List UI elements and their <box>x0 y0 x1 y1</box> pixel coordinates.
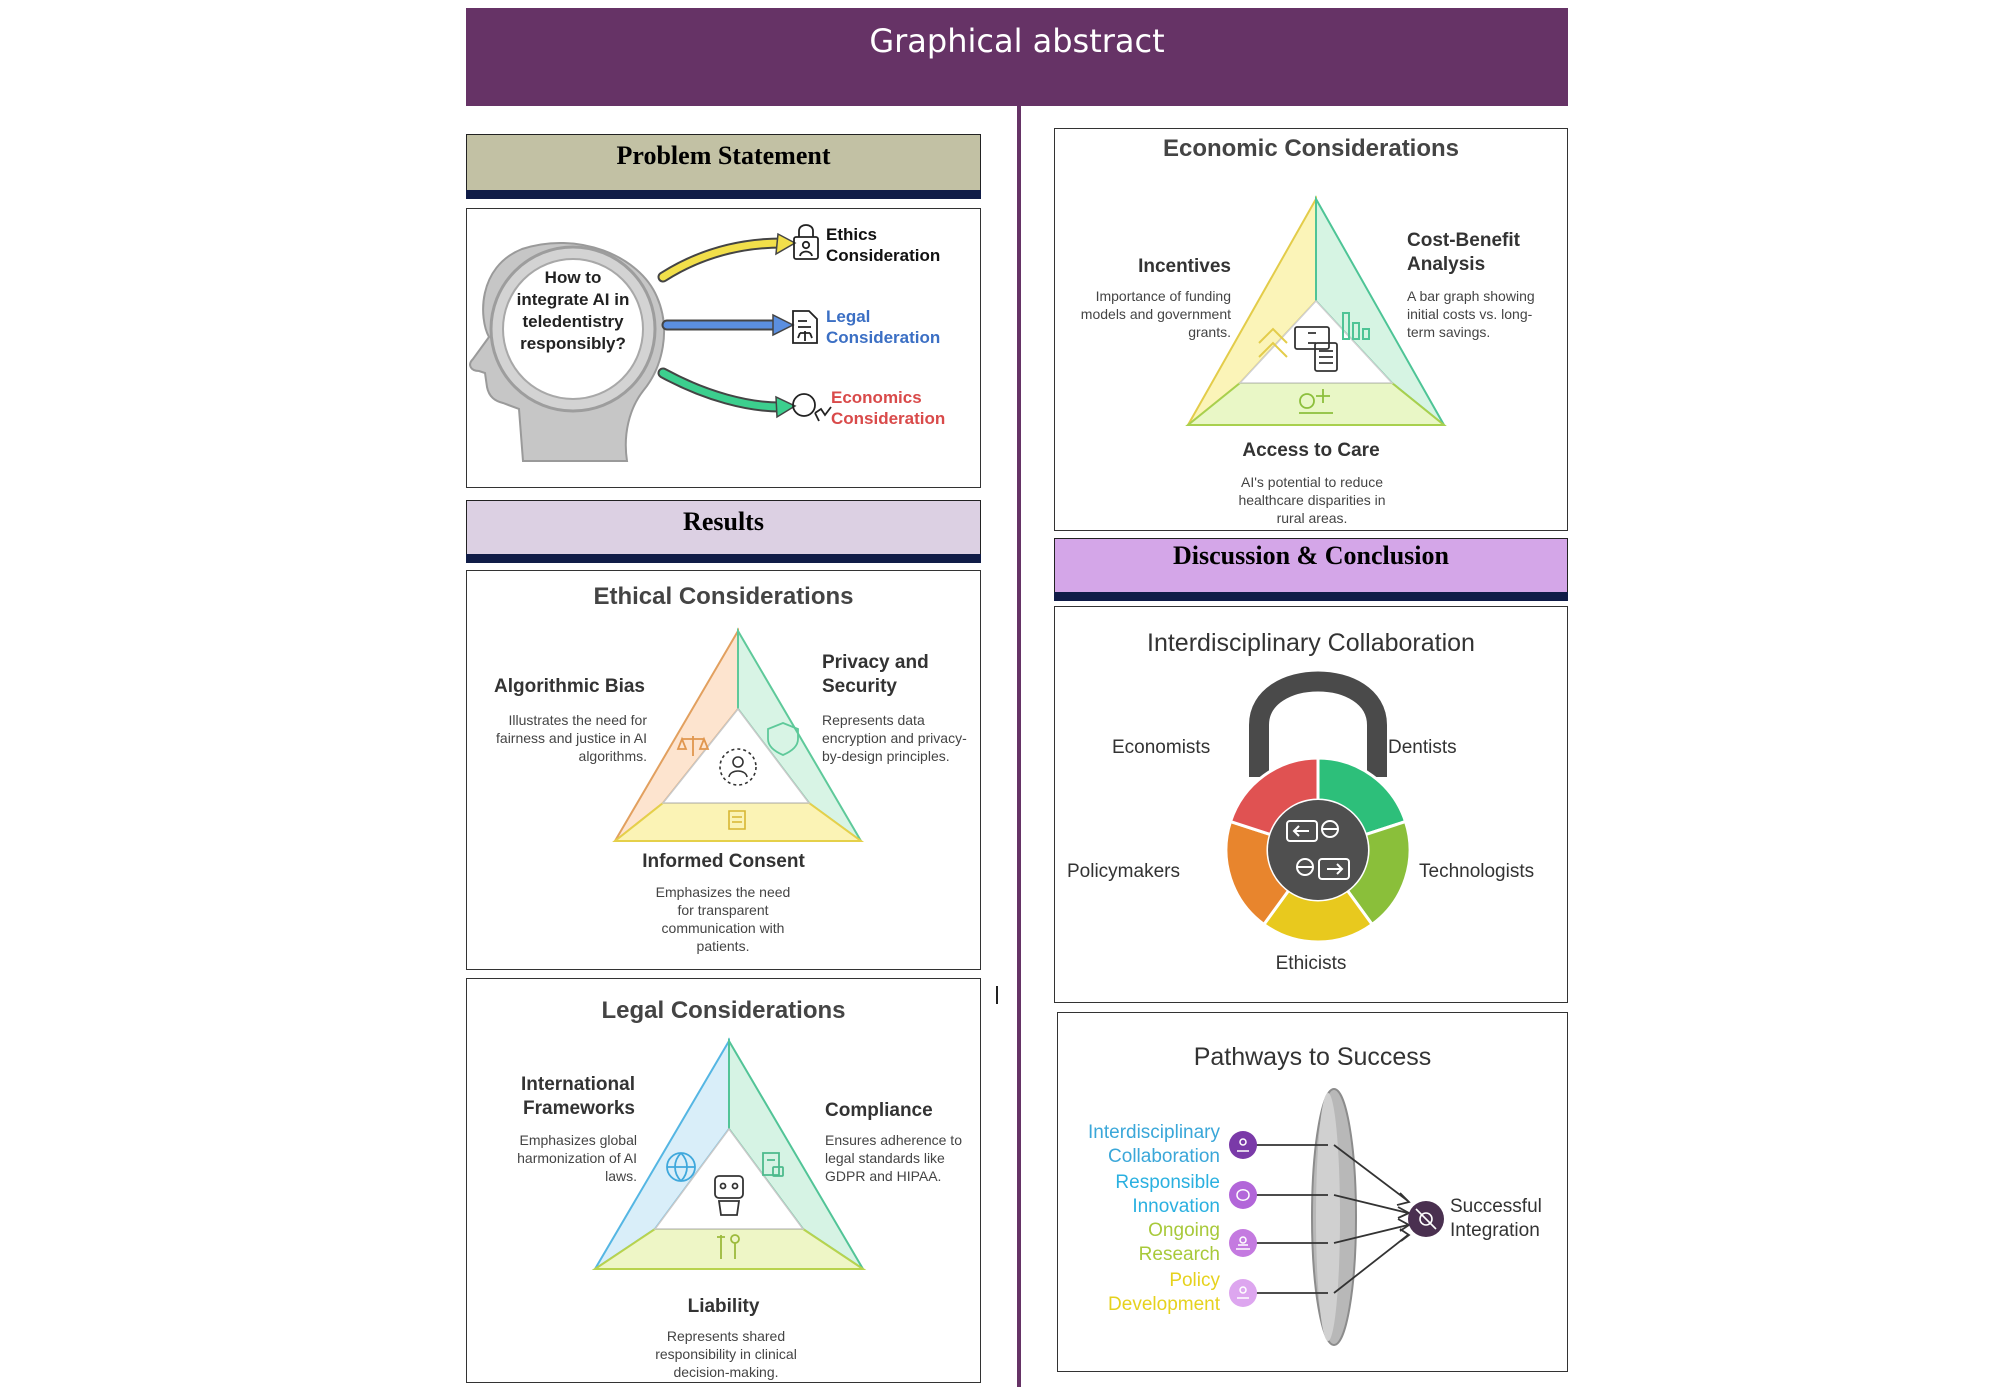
lock-person-icon <box>793 224 819 260</box>
header-underline <box>466 554 981 563</box>
algorithmic-bias-title: Algorithmic Bias <box>494 676 645 697</box>
results-title: Results <box>683 507 764 536</box>
pathways-diagram <box>1229 1088 1444 1346</box>
abstract-banner: Graphical abstract <box>466 8 1568 106</box>
pathway-responsible-innovation: Responsible Innovation <box>1115 1172 1220 1217</box>
problem-diagram <box>469 224 832 462</box>
economics-icon <box>792 393 832 422</box>
text-cursor <box>996 986 998 1004</box>
pathway-interdisciplinary-collaboration: Interdisciplinary Collaboration <box>1088 1122 1220 1167</box>
compliance-title: Compliance <box>825 1100 933 1121</box>
scales-icon <box>676 736 710 756</box>
economic-title: Economic Considerations <box>1162 135 1460 162</box>
pathways-title: Pathways to Success <box>1193 1043 1432 1071</box>
consent-form-icon <box>728 810 746 830</box>
cost-benefit-desc: A bar graph showing initial costs vs. lo… <box>1407 288 1535 340</box>
legal-panel: Legal Considerations International Frame… <box>466 978 981 1383</box>
incentives-desc: Importance of funding models and governm… <box>1080 288 1231 340</box>
bar-graph-icon <box>1342 312 1370 340</box>
pathway-policy-development: Policy Development <box>1108 1270 1220 1315</box>
successful-integration-label: Successful Integration <box>1450 1196 1542 1241</box>
shield-icon <box>767 722 799 756</box>
header-underline <box>466 190 981 199</box>
arrow-to-economics <box>659 369 784 411</box>
liability-title: Liability <box>687 1296 760 1317</box>
pathway-arrows <box>1244 1144 1412 1294</box>
problem-statement-title: Problem Statement <box>616 141 831 170</box>
international-frameworks-title: International Frameworks <box>520 1074 635 1119</box>
collaboration-title: Interdisciplinary Collaboration <box>1147 629 1475 657</box>
consent-person-icon <box>719 748 757 786</box>
arrow-to-ethics <box>659 239 786 281</box>
liability-desc: Represents shared responsibility in clin… <box>655 1328 797 1380</box>
problem-question: How to integrate AI in teledentistry res… <box>516 268 630 353</box>
algorithmic-bias-desc: Illustrates the need for fairness and ju… <box>496 712 647 764</box>
economists-label: Economists <box>1112 737 1211 758</box>
economic-panel: Economic Considerations Incentives Impor… <box>1054 128 1568 531</box>
ethics-consideration-label: Ethics Consideration <box>826 225 941 265</box>
lock-center <box>1268 800 1368 900</box>
technologists-label: Technologists <box>1419 861 1535 882</box>
informed-consent-title: Informed Consent <box>642 851 805 872</box>
problem-panel: How to integrate AI in teledentistry res… <box>466 208 981 488</box>
informed-consent-desc: Emphasizes the need for transparent comm… <box>655 884 791 954</box>
column-divider <box>1017 106 1021 1387</box>
international-frameworks-desc: Emphasizes global harmonization of AI la… <box>517 1132 637 1184</box>
collaboration-panel: Interdisciplinary Collaboration Economis… <box>1054 606 1568 1003</box>
globe-icon <box>666 1152 696 1182</box>
access-to-care-title: Access to Care <box>1242 440 1380 461</box>
economics-consideration-label: Economics Consideration <box>831 388 946 428</box>
dentists-label: Dentists <box>1388 737 1457 758</box>
ethicists-label: Ethicists <box>1275 953 1347 974</box>
ethical-title: Ethical Considerations <box>593 583 854 610</box>
lock-shackle <box>1249 671 1387 777</box>
economic-triangle <box>1185 195 1447 426</box>
collaboration-lock-diagram <box>1224 671 1412 944</box>
banner-title: Graphical abstract <box>869 22 1165 60</box>
tools-icon <box>717 1234 740 1259</box>
legal-consideration-label: Legal Consideration <box>826 307 941 347</box>
robot-icon <box>714 1175 744 1216</box>
document-lock-icon <box>762 1152 784 1177</box>
ethical-triangle <box>612 627 865 842</box>
innovation-pathway-icon <box>1229 1181 1257 1209</box>
conversation-people-icon <box>1286 820 1350 880</box>
cost-benefit-title: Cost-Benefit Analysis <box>1407 230 1520 275</box>
ethical-panel: Ethical Considerations Algorithmic Bias … <box>466 570 981 970</box>
problem-statement-header: Problem Statement <box>466 134 981 199</box>
pathways-panel: Pathways to Success Interdisciplinary Co… <box>1057 1012 1568 1372</box>
policymakers-label: Policymakers <box>1067 861 1180 882</box>
healthcare-money-icon <box>1299 389 1333 414</box>
access-to-care-desc: AI's potential to reduce healthcare disp… <box>1238 474 1386 526</box>
pathway-ongoing-research: Ongoing Research <box>1138 1220 1220 1265</box>
results-header: Results <box>466 500 981 563</box>
legal-title: Legal Considerations <box>601 997 846 1024</box>
discussion-title: Discussion & Conclusion <box>1173 541 1449 570</box>
privacy-security-title: Privacy and Security <box>822 652 929 697</box>
incentives-title: Incentives <box>1138 256 1231 277</box>
legal-triangle <box>591 1037 867 1270</box>
upward-arrows-icon <box>1258 327 1288 358</box>
header-underline <box>1054 592 1568 601</box>
legal-document-icon <box>792 310 818 344</box>
compliance-desc: Ensures adherence to legal standards lik… <box>825 1132 962 1184</box>
privacy-security-desc: Represents data encryption and privacy-b… <box>822 712 967 764</box>
money-calculator-icon <box>1294 326 1338 372</box>
discussion-header: Discussion & Conclusion <box>1054 538 1568 601</box>
